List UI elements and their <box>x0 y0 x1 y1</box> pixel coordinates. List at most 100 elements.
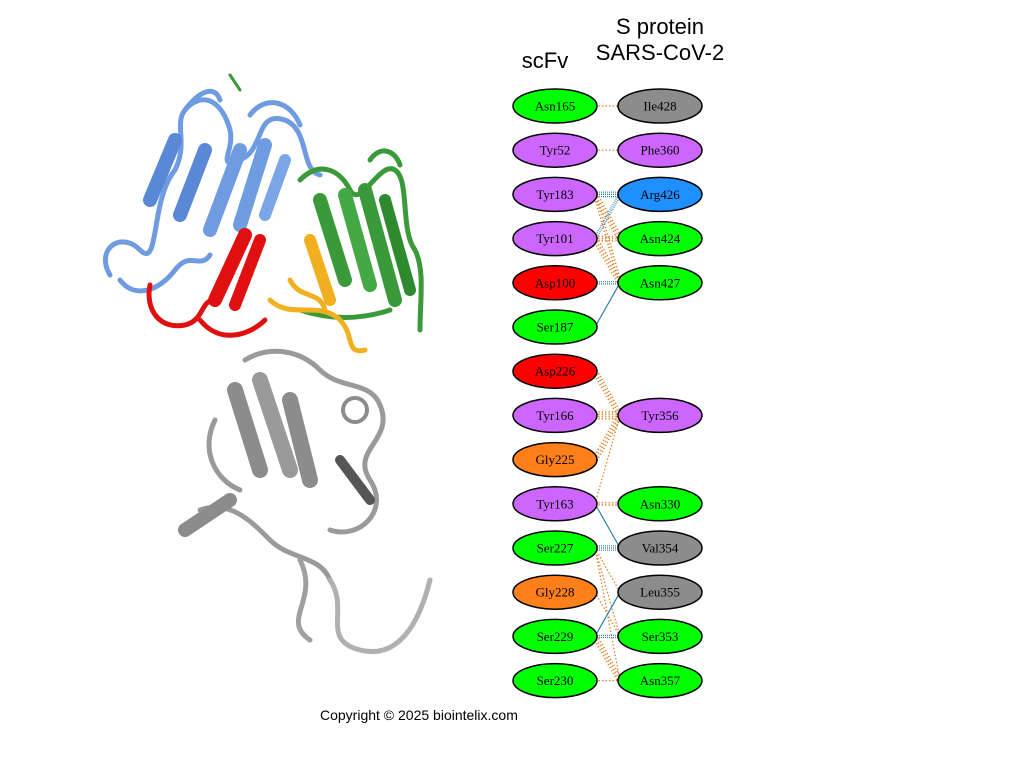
residue-ellipse <box>512 441 598 478</box>
residue-ellipse <box>512 132 598 168</box>
residue-nodes: Asn165Tyr52Tyr183Tyr101Asp100Ser187Asp22… <box>512 88 703 699</box>
residue-label: Asn427 <box>640 275 681 290</box>
residue-label: Asp226 <box>535 364 576 379</box>
scfv-residue-tyr163: Tyr163 <box>512 486 598 522</box>
interaction-line <box>594 591 621 637</box>
residue-ellipse <box>512 574 598 610</box>
interaction-line <box>594 282 621 328</box>
cdr-yellow-ribbon <box>267 234 368 354</box>
interaction-hbond-9 <box>594 282 621 328</box>
scfv-column-header: scFv <box>505 48 585 74</box>
spike-residue-ile428: Ile428 <box>617 88 703 124</box>
cdr-red-ribbon <box>146 228 268 338</box>
interaction-line <box>593 193 620 239</box>
residue-ellipse <box>512 176 598 213</box>
residue-label: Leu355 <box>640 585 680 600</box>
scfv-residue-tyr183: Tyr183 <box>512 176 598 213</box>
residue-ellipse <box>512 486 598 522</box>
interaction-contact-12 <box>592 413 623 462</box>
residue-label: Phe360 <box>641 143 680 158</box>
scfv-residue-asp226: Asp226 <box>512 353 598 389</box>
spike-residue-asn330: Asn330 <box>617 486 703 522</box>
scfv-residue-gly228: Gly228 <box>512 574 598 610</box>
rbd-antigen-ribbon <box>178 348 433 654</box>
residue-label: Ser230 <box>537 673 574 688</box>
interaction-contact-23 <box>592 634 623 683</box>
heavy-chain-ribbon <box>102 73 323 294</box>
scfv-residue-asp100: Asp100 <box>512 265 598 301</box>
copyright-text: Copyright © 2025 biointelix.com <box>320 707 518 723</box>
interaction-hbond-8 <box>595 281 620 285</box>
interaction-hbond-21 <box>594 591 621 637</box>
residue-ellipse <box>512 265 598 301</box>
residue-label: Asn165 <box>535 99 575 114</box>
residue-ellipse <box>617 88 703 124</box>
residue-ellipse <box>512 618 598 655</box>
residue-ellipse <box>617 662 703 699</box>
scfv-residue-ser187: Ser187 <box>512 309 598 345</box>
residue-label: Ser353 <box>642 629 679 644</box>
interaction-line <box>594 238 621 284</box>
scfv-residue-tyr101: Tyr101 <box>512 220 598 257</box>
interaction-contact-18 <box>594 547 621 637</box>
interaction-contact-17 <box>594 547 621 593</box>
residue-label: Gly228 <box>536 585 575 600</box>
scfv-residue-tyr166: Tyr166 <box>512 397 598 434</box>
residue-label: Ser227 <box>537 541 574 556</box>
residue-label: Asn357 <box>640 673 681 688</box>
spike-residue-asn424: Asn424 <box>617 220 703 257</box>
residue-ellipse <box>512 397 598 434</box>
interaction-line <box>596 416 623 462</box>
interaction-line <box>595 194 622 240</box>
spike-residue-leu355: Leu355 <box>617 574 703 610</box>
residue-label: Asn330 <box>640 496 680 511</box>
residue-ellipse <box>617 176 703 213</box>
spike-residue-val354: Val354 <box>617 530 703 566</box>
residue-label: Tyr163 <box>536 496 573 511</box>
interaction-hbond-22 <box>595 634 620 639</box>
residue-ellipse <box>512 353 598 389</box>
s-protein-header-line2: SARS-CoV-2 <box>595 40 725 65</box>
interaction-contact-13 <box>594 415 621 504</box>
interaction-line <box>594 547 621 637</box>
residue-ellipse <box>617 265 703 301</box>
residue-ellipse <box>512 88 598 124</box>
interaction-hbond-5 <box>593 193 622 240</box>
spike-residue-asn427: Asn427 <box>617 265 703 301</box>
residue-label: Val354 <box>642 541 679 556</box>
residue-label: Tyr183 <box>536 187 573 202</box>
spike-residue-ser353: Ser353 <box>617 618 703 655</box>
residue-label: Ser229 <box>537 629 574 644</box>
s-protein-column-header: S protein SARS-CoV-2 <box>575 14 745 66</box>
s-protein-header-line1: S protein <box>615 14 705 39</box>
interaction-contact-10 <box>592 369 623 417</box>
interaction-lines <box>592 105 623 683</box>
light-chain-ribbon <box>297 148 424 333</box>
scfv-residue-ser229: Ser229 <box>512 618 598 655</box>
residue-label: Asp100 <box>535 275 575 290</box>
residue-label: Tyr166 <box>536 408 574 423</box>
residue-ellipse <box>617 618 703 655</box>
interaction-line <box>596 192 623 238</box>
interaction-line <box>594 503 621 549</box>
residue-label: Ser187 <box>537 320 574 335</box>
interaction-contact-11 <box>595 411 620 420</box>
scfv-residue-asn165: Asn165 <box>512 88 598 124</box>
residue-label: Arg426 <box>640 187 680 202</box>
interaction-line <box>596 369 623 415</box>
residue-ellipse <box>512 662 598 699</box>
interaction-line <box>592 239 619 285</box>
interaction-hbond-16 <box>595 545 620 551</box>
protein-structure-illustration <box>102 73 433 654</box>
scfv-residue-ser227: Ser227 <box>512 530 598 566</box>
interaction-hbond-2 <box>595 191 620 198</box>
residue-ellipse <box>617 530 703 566</box>
interaction-line <box>594 547 621 593</box>
interaction-contact-14 <box>595 501 620 506</box>
residue-ellipse <box>512 530 598 566</box>
residue-label: Tyr52 <box>540 143 571 158</box>
interaction-hbond-15 <box>594 503 621 549</box>
interaction-line <box>594 415 621 504</box>
interaction-contact-4 <box>593 193 622 284</box>
